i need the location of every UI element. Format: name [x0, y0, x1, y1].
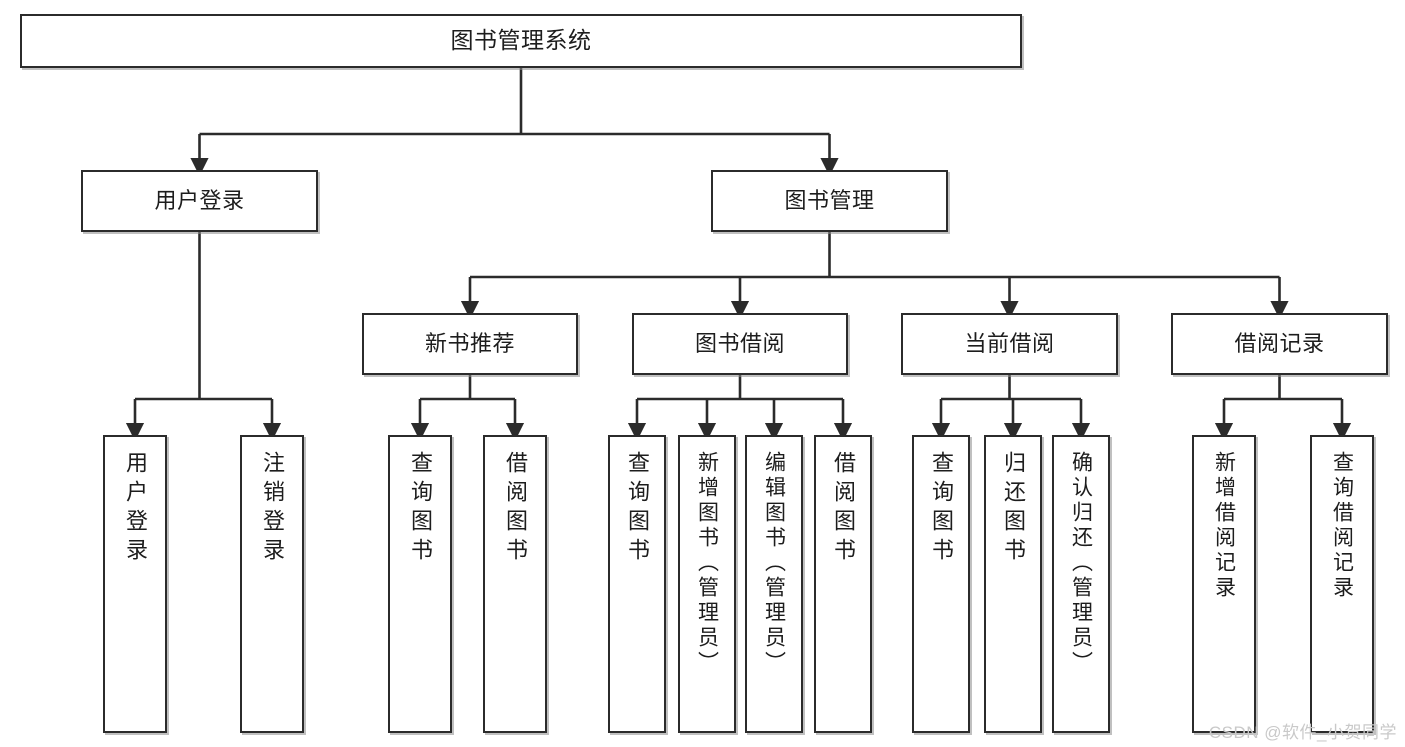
node-label: 当前借阅: [964, 331, 1055, 357]
node-leaf-query-record[interactable]: 查询借阅记录: [1310, 435, 1374, 733]
node-label: 借阅图书: [503, 451, 528, 567]
node-label: 借阅图书: [831, 451, 856, 567]
node-label: 图书借阅: [694, 331, 785, 357]
node-leaf-return-book[interactable]: 归还图书: [984, 435, 1042, 733]
node-root[interactable]: 图书管理系统: [20, 14, 1022, 68]
node-leaf-confirm-return[interactable]: 确认归还（管理员）: [1052, 435, 1110, 733]
node-leaf-add-record[interactable]: 新增借阅记录: [1192, 435, 1256, 733]
csdn-watermark: CSDN @软件_小贺同学: [1208, 723, 1397, 742]
node-leaf-user-logout[interactable]: 注销登录: [240, 435, 304, 733]
node-label: 归还图书: [1001, 451, 1026, 567]
node-book-manage[interactable]: 图书管理: [711, 170, 948, 232]
node-leaf-borrow-book-1[interactable]: 借阅图书: [483, 435, 547, 733]
node-book-borrow[interactable]: 图书借阅: [632, 313, 848, 375]
node-leaf-query-book-2[interactable]: 查询图书: [608, 435, 666, 733]
node-new-book-rec[interactable]: 新书推荐: [362, 313, 578, 375]
node-label: 查询图书: [408, 451, 433, 567]
node-user-login[interactable]: 用户登录: [81, 170, 318, 232]
node-label: 用户登录: [154, 188, 245, 214]
node-label: 编辑图书（管理员）: [762, 451, 786, 676]
node-label: 图书管理系统: [450, 27, 592, 54]
node-leaf-user-login[interactable]: 用户登录: [103, 435, 167, 733]
node-label: 新增借阅记录: [1212, 451, 1236, 601]
node-leaf-add-book[interactable]: 新增图书（管理员）: [678, 435, 736, 733]
node-label: 图书管理: [784, 188, 875, 214]
node-leaf-borrow-book-2[interactable]: 借阅图书: [814, 435, 872, 733]
node-leaf-query-book-3[interactable]: 查询图书: [912, 435, 970, 733]
node-label: 查询借阅记录: [1330, 451, 1354, 601]
node-label: 用户登录: [123, 451, 148, 567]
node-leaf-edit-book[interactable]: 编辑图书（管理员）: [745, 435, 803, 733]
node-label: 新增图书（管理员）: [695, 451, 719, 676]
node-label: 注销登录: [260, 451, 285, 567]
node-current-borrow[interactable]: 当前借阅: [901, 313, 1118, 375]
node-borrow-record[interactable]: 借阅记录: [1171, 313, 1388, 375]
node-label: 查询图书: [929, 451, 954, 567]
node-label: 借阅记录: [1234, 331, 1325, 357]
node-label: 新书推荐: [424, 331, 515, 357]
node-leaf-query-book-1[interactable]: 查询图书: [388, 435, 452, 733]
node-label: 查询图书: [625, 451, 650, 567]
node-label: 确认归还（管理员）: [1069, 451, 1093, 676]
